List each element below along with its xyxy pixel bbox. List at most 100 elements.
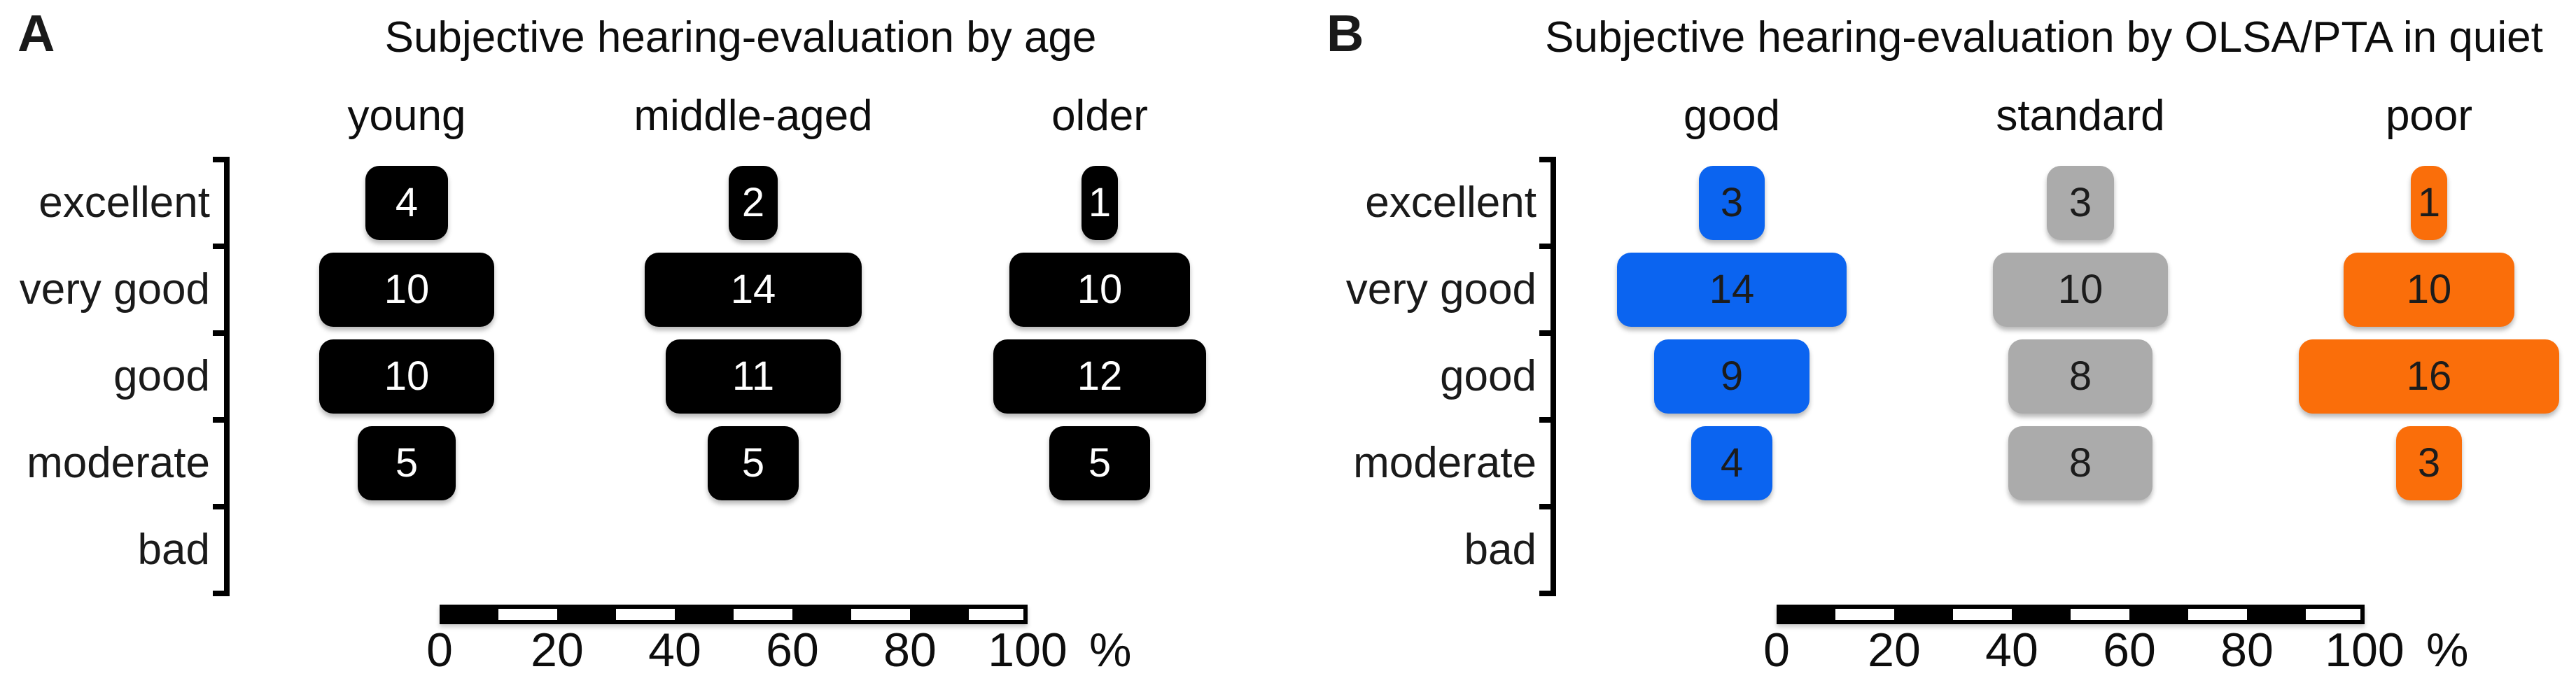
scale-bar-white-segment bbox=[2188, 609, 2247, 620]
bar-poor-excellent: 1 bbox=[2411, 166, 2447, 240]
column-header-good: good bbox=[1684, 92, 1780, 140]
bar-young-good: 10 bbox=[318, 339, 495, 414]
scale-tick-label-20: 20 bbox=[1868, 624, 1921, 677]
bar-count-label: 10 bbox=[2057, 267, 2104, 312]
bar-count-label: 5 bbox=[395, 440, 419, 486]
y-axis-tick bbox=[1539, 244, 1550, 249]
bar-standard-moderate: 8 bbox=[2008, 426, 2153, 500]
scale-tick-label-80: 80 bbox=[883, 624, 937, 677]
bar-poor-moderate: 3 bbox=[2396, 426, 2462, 500]
scale-bar-white-segment bbox=[2071, 609, 2129, 620]
category-label-moderate: moderate bbox=[27, 439, 210, 487]
bar-count-label: 4 bbox=[395, 180, 419, 225]
bar-count-label: 14 bbox=[730, 267, 776, 312]
category-label-bad: bad bbox=[137, 526, 210, 574]
y-axis-tick bbox=[213, 591, 224, 596]
y-axis-line bbox=[1550, 157, 1556, 596]
bar-older-very-good: 10 bbox=[1009, 253, 1191, 327]
bar-count-label: 14 bbox=[1709, 267, 1755, 312]
category-label-good: good bbox=[1440, 352, 1536, 400]
scale-unit-label: % bbox=[1089, 624, 1132, 677]
bar-count-label: 16 bbox=[2406, 353, 2452, 399]
scale-tick-label-0: 0 bbox=[1763, 624, 1790, 677]
scale-bar-white-segment bbox=[616, 609, 675, 620]
bar-count-label: 10 bbox=[1077, 267, 1123, 312]
y-axis-tick bbox=[213, 417, 224, 423]
scale-tick-label-60: 60 bbox=[2103, 624, 2156, 677]
y-axis-tick bbox=[1539, 591, 1550, 596]
bar-middle-aged-moderate: 5 bbox=[708, 426, 799, 500]
bar-standard-good: 8 bbox=[2008, 339, 2153, 414]
bar-good-excellent: 3 bbox=[1699, 166, 1765, 240]
scale-tick-label-20: 20 bbox=[531, 624, 584, 677]
scale-bar-white-segment bbox=[1835, 609, 1894, 620]
category-label-moderate: moderate bbox=[1353, 439, 1536, 487]
y-axis-line bbox=[224, 157, 230, 596]
scale-tick-label-100: 100 bbox=[2325, 624, 2404, 677]
panel-b-title: Subjective hearing-evaluation by OLSA/PT… bbox=[1545, 13, 2543, 62]
scale-tick-label-40: 40 bbox=[1985, 624, 2038, 677]
column-header-middle-aged: middle-aged bbox=[634, 92, 873, 140]
category-label-very-good: very good bbox=[19, 265, 210, 314]
percent-scale-bar bbox=[1777, 605, 2365, 624]
bar-count-label: 5 bbox=[741, 440, 765, 486]
bar-count-label: 1 bbox=[2417, 180, 2441, 225]
bar-count-label: 10 bbox=[2406, 267, 2452, 312]
percent-scale-bar bbox=[440, 605, 1028, 624]
column-header-young: young bbox=[347, 92, 466, 140]
bar-count-label: 10 bbox=[384, 353, 430, 399]
bar-count-label: 10 bbox=[384, 267, 430, 312]
y-axis-tick bbox=[1539, 330, 1550, 336]
scale-tick-label-80: 80 bbox=[2220, 624, 2274, 677]
column-header-poor: poor bbox=[2385, 92, 2473, 140]
y-axis-tick bbox=[1539, 504, 1550, 509]
bar-standard-excellent: 3 bbox=[2046, 166, 2115, 240]
bar-count-label: 11 bbox=[732, 353, 775, 399]
bar-poor-very-good: 10 bbox=[2344, 253, 2514, 327]
scale-tick-label-0: 0 bbox=[426, 624, 453, 677]
column-header-standard: standard bbox=[1996, 92, 2165, 140]
bar-older-moderate: 5 bbox=[1049, 426, 1151, 500]
bar-young-very-good: 10 bbox=[318, 253, 495, 327]
bar-count-label: 9 bbox=[1720, 353, 1744, 399]
y-axis-tick bbox=[1539, 417, 1550, 423]
scale-tick-label-60: 60 bbox=[766, 624, 819, 677]
panel-a-letter: A bbox=[18, 4, 55, 62]
scale-bar-white-segment bbox=[851, 609, 910, 620]
bar-count-label: 5 bbox=[1088, 440, 1112, 486]
bar-young-excellent: 4 bbox=[365, 166, 449, 240]
bar-count-label: 12 bbox=[1077, 353, 1123, 399]
scale-bar-white-segment bbox=[734, 609, 792, 620]
bar-middle-aged-excellent: 2 bbox=[729, 166, 778, 240]
y-axis-tick bbox=[1539, 157, 1550, 162]
panel-a-title: Subjective hearing-evaluation by age bbox=[384, 13, 1097, 62]
bar-count-label: 4 bbox=[1720, 440, 1744, 486]
category-label-good: good bbox=[113, 352, 210, 400]
bar-count-label: 1 bbox=[1088, 180, 1112, 225]
bar-standard-very-good: 10 bbox=[1992, 253, 2169, 327]
bar-count-label: 2 bbox=[741, 180, 765, 225]
scale-tick-label-40: 40 bbox=[648, 624, 701, 677]
category-label-bad: bad bbox=[1464, 526, 1536, 574]
y-axis-tick bbox=[213, 330, 224, 336]
bar-young-moderate: 5 bbox=[357, 426, 456, 500]
scale-bar-white-segment bbox=[1953, 609, 2012, 620]
scale-bar-white-segment bbox=[969, 609, 1023, 620]
bar-count-label: 3 bbox=[1720, 180, 1744, 225]
bar-count-label: 8 bbox=[2068, 353, 2092, 399]
bar-poor-good: 16 bbox=[2299, 339, 2559, 414]
column-header-older: older bbox=[1051, 92, 1148, 140]
category-label-excellent: excellent bbox=[1365, 178, 1536, 227]
bar-good-good: 9 bbox=[1654, 339, 1809, 414]
bar-count-label: 3 bbox=[2068, 180, 2092, 225]
scale-bar-white-segment bbox=[2306, 609, 2360, 620]
bar-good-moderate: 4 bbox=[1691, 426, 1772, 500]
scale-bar-white-segment bbox=[498, 609, 557, 620]
y-axis-tick bbox=[213, 504, 224, 509]
bar-middle-aged-good: 11 bbox=[666, 339, 841, 414]
y-axis-tick bbox=[213, 244, 224, 249]
panel-b-letter: B bbox=[1326, 4, 1364, 62]
bar-middle-aged-very-good: 14 bbox=[645, 253, 862, 327]
bar-older-excellent: 1 bbox=[1081, 166, 1119, 240]
